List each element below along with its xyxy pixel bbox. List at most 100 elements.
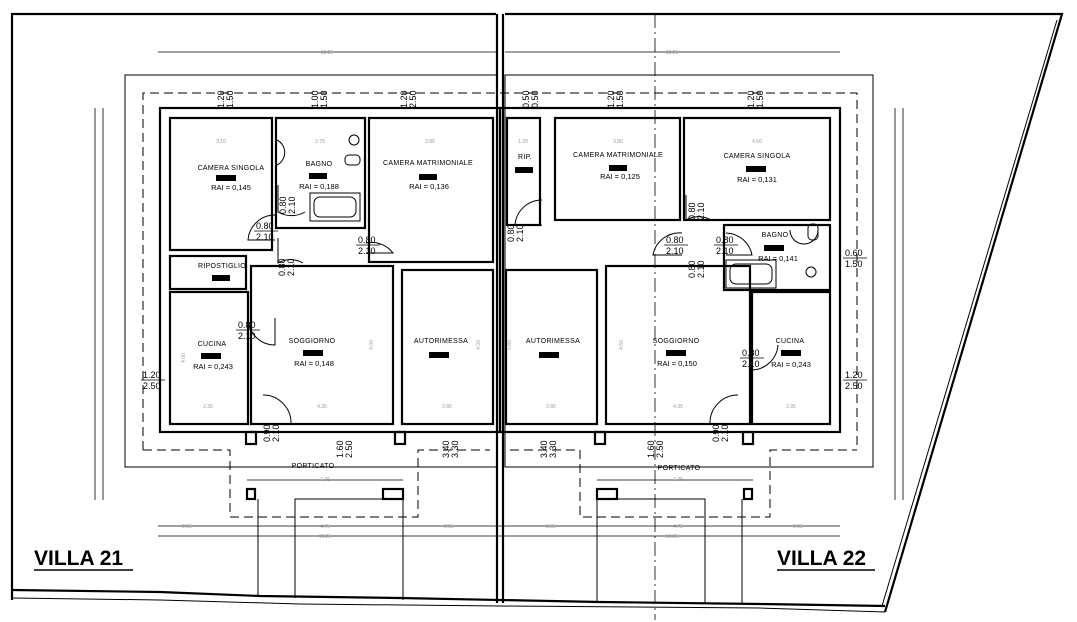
dimension-label: 2.75 (315, 139, 325, 145)
opening-dimension: 1.202.50 (843, 370, 867, 391)
room-rai: RAI = 0,131 (737, 175, 777, 184)
opening-width: 1.60 (646, 440, 656, 458)
opening-height: 3.30 (548, 440, 558, 458)
bathtub-icon (725, 259, 777, 289)
room-name: BAGNO (306, 161, 333, 168)
dimension-label: 2.80 (546, 404, 556, 410)
opening-width: 0.80 (742, 348, 760, 358)
window-symbol-icon (212, 275, 230, 281)
opening-height: 1.50 (615, 90, 625, 108)
opening-width: 0.50 (521, 90, 531, 108)
opening-height: 1.50 (755, 90, 765, 108)
window-symbol-icon (515, 167, 533, 173)
opening-dimension: 0.802.10 (356, 235, 380, 256)
dimension-label: 5.80 (507, 340, 513, 350)
eave-line (142, 92, 858, 450)
dimension-label: 2.80 (442, 404, 452, 410)
window-symbol-icon (216, 175, 236, 181)
opening-height: 3.30 (450, 440, 460, 458)
walls (158, 106, 842, 604)
dimension-label: 2.35 (203, 404, 213, 410)
room-name: AUTORIMESSA (414, 338, 468, 345)
opening-dimension: 0.601.50 (843, 248, 867, 269)
window-symbol-icon (539, 352, 559, 358)
dimension-label: 2.05 (793, 524, 803, 530)
opening-width: 0.80 (277, 258, 287, 276)
window-symbol-icon (609, 165, 627, 171)
room-rai: RAI = 0,243 (771, 360, 811, 369)
dimension-label: 10.25 (666, 50, 679, 56)
window-symbol-icon (781, 350, 801, 356)
room-name: SOGGIORNO (653, 338, 700, 345)
sink-icon (276, 134, 819, 278)
opening-width: 0.80 (358, 235, 376, 245)
room-name: CAMERA MATRIMONIALE (383, 160, 473, 167)
opening-width: 0.80 (687, 260, 697, 278)
dimension-label: 2.85 (444, 524, 454, 530)
dimension-label: 1.20 (518, 139, 528, 145)
opening-width: 0.80 (716, 235, 734, 245)
room-name: CAMERA SINGOLA (724, 153, 791, 160)
opening-height: 1.50 (319, 90, 329, 108)
opening-dimension: 0.802.10 (740, 348, 764, 369)
window-symbol-icon (666, 350, 686, 356)
opening-dimension: 0.802.10 (664, 235, 688, 256)
window-symbol-icon (429, 352, 449, 358)
room-name: CAMERA SINGOLA (198, 165, 265, 172)
opening-height: 2.10 (238, 331, 256, 341)
window-symbol-icon (764, 245, 784, 251)
opening-height: 2.50 (845, 381, 863, 391)
villa-21-rooms: CAMERA SINGOLA RAI = 0,145 BAGNO RAI = 0… (193, 160, 473, 470)
opening-width: 0.80 (666, 235, 684, 245)
opening-height: 2.10 (358, 246, 376, 256)
opening-height: 2.10 (716, 246, 734, 256)
opening-width: 1.20 (845, 370, 863, 380)
eave-line (510, 449, 857, 518)
room-rai: RAI = 0,243 (193, 362, 233, 371)
opening-height: 2.50 (344, 440, 354, 458)
opening-width: 1.20 (216, 90, 226, 108)
dimension-label: 10.25 (666, 534, 679, 540)
opening-width: 0.80 (687, 202, 697, 220)
opening-height: 2.50 (408, 90, 418, 108)
opening-height: 2.10 (696, 260, 706, 278)
window-symbol-icon (746, 166, 766, 172)
porch-label: PORTICATO (658, 465, 701, 472)
opening-width: 0.80 (256, 221, 274, 231)
room-rai: RAI = 0,145 (211, 183, 251, 192)
dimension-label: 4.50 (619, 340, 625, 350)
room-name: CAMERA MATRIMONIALE (573, 152, 663, 159)
room-name: AUTORIMESSA (526, 338, 580, 345)
dimension-label: 2.05 (182, 524, 192, 530)
room-rai: RAI = 0,150 (657, 359, 697, 368)
room-rai: RAI = 0,136 (409, 182, 449, 191)
dimension-label: 4.75 (673, 524, 683, 530)
dimension-label: 4.75 (320, 477, 330, 483)
dimension-label: 10.25 (319, 534, 332, 540)
room-name: BAGNO (762, 232, 789, 239)
opening-width: 1.20 (143, 370, 161, 380)
dimension-label: 3.80 (613, 139, 623, 145)
room-name: RIP. (518, 154, 532, 161)
dimension-label: 4.75 (320, 524, 330, 530)
opening-width: 1.20 (399, 90, 409, 108)
room-rai: RAI = 0,188 (299, 182, 339, 191)
villa-21-outline (124, 74, 498, 468)
opening-width: 3.40 (441, 440, 451, 458)
dimension-label: 2.85 (546, 524, 556, 530)
opening-width: 1.60 (335, 440, 345, 458)
window-symbol-icon (303, 350, 323, 356)
opening-dimension: 1.202.50 (141, 370, 165, 391)
dimension-label: 4.50 (752, 139, 762, 145)
